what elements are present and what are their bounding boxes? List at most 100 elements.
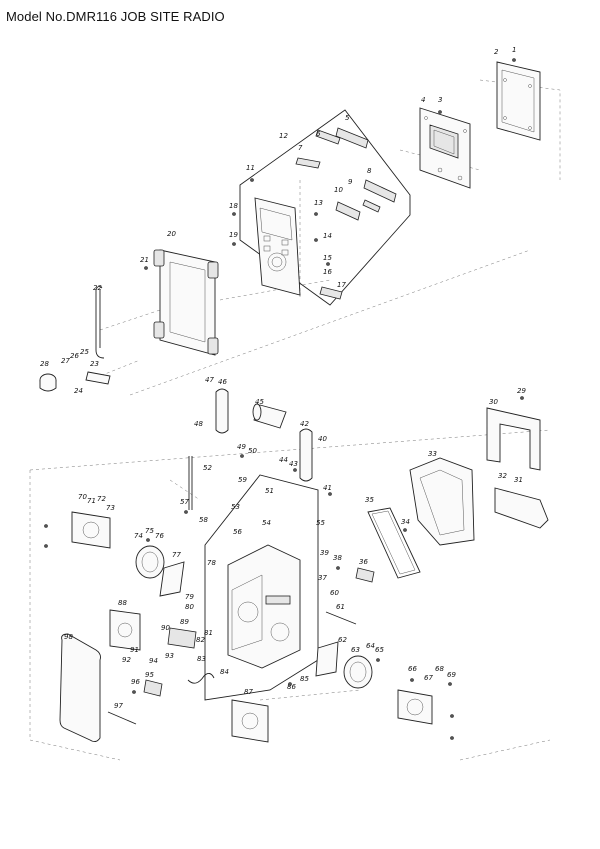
callout-84: 84 [220, 668, 229, 676]
callout-27: 27 [61, 357, 70, 365]
part-back-plate [496, 61, 541, 141]
part-rod-61 [325, 611, 357, 625]
callout-7: 7 [298, 144, 303, 152]
callout-54: 54 [262, 519, 271, 527]
callout-49: 49 [237, 443, 246, 451]
callout-61: 61 [336, 603, 345, 611]
callout-35: 35 [365, 496, 374, 504]
callout-56: 56 [233, 528, 242, 536]
part-front-panel-group [239, 109, 411, 306]
part-cover-36 [355, 567, 375, 583]
callout-76: 76 [155, 532, 164, 540]
callout-55: 55 [316, 519, 325, 527]
callout-22: 22 [93, 284, 102, 292]
callout-20: 20 [167, 230, 176, 238]
part-speaker-frame-left [71, 511, 111, 549]
callout-89: 89 [180, 618, 189, 626]
callout-50: 50 [248, 447, 257, 455]
callout-91: 91 [130, 646, 139, 654]
projection-lines [29, 79, 561, 761]
callout-19: 19 [229, 231, 238, 239]
callout-59: 59 [238, 476, 247, 484]
callout-95: 95 [145, 671, 154, 679]
callout-73: 73 [106, 504, 115, 512]
callout-85: 85 [300, 675, 309, 683]
callout-3: 3 [438, 96, 442, 104]
callout-1: 1 [512, 46, 516, 54]
part-speaker-cover-left [159, 561, 185, 597]
part-panel-buttons [295, 127, 397, 300]
callout-94: 94 [149, 657, 158, 665]
callout-5: 5 [345, 114, 350, 122]
part-cable-83 [187, 673, 215, 684]
part-speaker-left [135, 545, 165, 579]
part-board-95 [143, 679, 163, 697]
part-antenna [188, 456, 193, 510]
callout-18: 18 [229, 202, 238, 210]
part-panel-98 [59, 633, 101, 743]
part-speaker-right [343, 655, 373, 689]
callout-38: 38 [333, 554, 342, 562]
part-panel-87 [231, 699, 269, 743]
callout-92: 92 [122, 656, 131, 664]
part-latch [85, 371, 111, 385]
callout-6: 6 [316, 130, 321, 138]
callout-69: 69 [447, 671, 456, 679]
callout-80: 80 [185, 603, 194, 611]
callout-32: 32 [498, 472, 507, 480]
callout-63: 63 [351, 646, 360, 654]
callout-74: 74 [134, 532, 143, 540]
part-handle-rod [95, 285, 105, 359]
callout-25: 25 [80, 348, 89, 356]
callout-16: 16 [323, 268, 332, 276]
page-title: Model No.DMR116 JOB SITE RADIO [6, 9, 225, 24]
part-side-rail-left [215, 388, 229, 434]
callout-37: 37 [318, 574, 327, 582]
callout-72: 72 [97, 495, 106, 503]
callout-40: 40 [318, 435, 327, 443]
callout-9: 9 [348, 178, 353, 186]
part-side-rail-right [299, 428, 313, 482]
callout-26: 26 [70, 352, 79, 360]
part-roller [252, 403, 287, 429]
callout-42: 42 [300, 420, 309, 428]
callout-66: 66 [408, 665, 417, 673]
callout-53: 53 [231, 503, 240, 511]
callout-31: 31 [514, 476, 523, 484]
callout-96: 96 [131, 678, 140, 686]
part-side-foot [494, 487, 549, 529]
callout-4: 4 [421, 96, 425, 104]
callout-60: 60 [330, 589, 339, 597]
callout-64: 64 [366, 642, 375, 650]
part-pcb-board [419, 107, 471, 189]
callout-46: 46 [218, 378, 227, 386]
callout-2: 2 [494, 48, 499, 56]
callout-71: 71 [87, 497, 96, 505]
callout-88: 88 [118, 599, 127, 607]
callout-24: 24 [74, 387, 83, 395]
callout-65: 65 [375, 646, 384, 654]
callout-15: 15 [323, 254, 332, 262]
callout-45: 45 [255, 398, 264, 406]
callout-39: 39 [320, 549, 329, 557]
callout-86: 86 [287, 683, 296, 691]
callout-23: 23 [90, 360, 99, 368]
callout-98: 98 [64, 633, 73, 641]
callout-62: 62 [338, 636, 347, 644]
callout-33: 33 [428, 450, 437, 458]
callout-28: 28 [40, 360, 49, 368]
callout-34: 34 [401, 518, 410, 526]
callout-97: 97 [114, 702, 123, 710]
callout-36: 36 [359, 558, 368, 566]
part-front-frame [153, 249, 219, 356]
callout-78: 78 [207, 559, 216, 567]
part-main-housing [204, 474, 319, 701]
fasteners [44, 58, 524, 740]
callout-13: 13 [314, 199, 323, 207]
callout-83: 83 [197, 655, 206, 663]
callout-8: 8 [367, 167, 372, 175]
callout-14: 14 [323, 232, 332, 240]
part-panel-88 [109, 609, 141, 651]
callout-58: 58 [199, 516, 208, 524]
callout-21: 21 [140, 256, 149, 264]
